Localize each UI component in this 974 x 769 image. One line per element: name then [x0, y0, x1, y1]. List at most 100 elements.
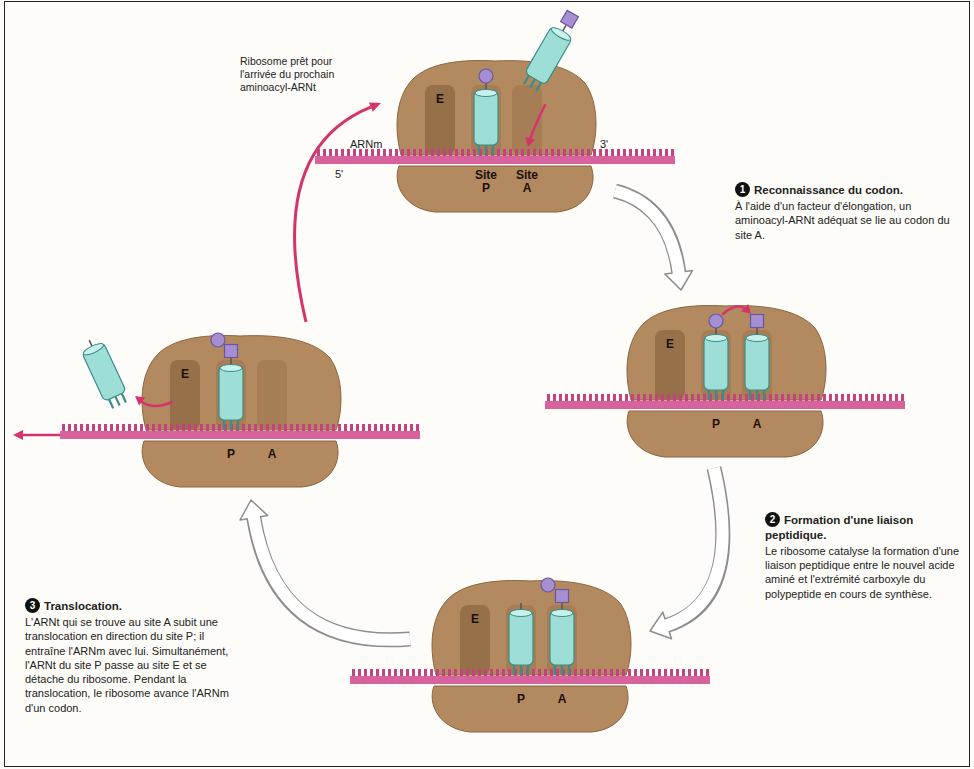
- cycle-arrow-fill: [253, 515, 410, 640]
- ribosome-site: [701, 330, 731, 400]
- return-arrow: [295, 103, 381, 323]
- small-subunit: [142, 441, 338, 487]
- codon-tick: [671, 149, 674, 156]
- codon-tick: [532, 669, 535, 676]
- site-label: A: [257, 448, 287, 461]
- codon-tick: [622, 669, 625, 676]
- cycle-arrow-fill: [615, 191, 679, 275]
- strand-label: ARNm: [350, 138, 382, 152]
- trna: [520, 8, 584, 94]
- trna: [78, 335, 130, 410]
- anticodon: [223, 420, 225, 430]
- codon-tick: [587, 149, 590, 156]
- codon-tick: [688, 669, 691, 676]
- codon-tick: [449, 149, 452, 156]
- codon-tick: [308, 424, 311, 431]
- trna-body: [550, 611, 574, 665]
- ribosome-site: [216, 360, 246, 430]
- anticodon: [478, 145, 480, 155]
- codon-tick: [694, 669, 697, 676]
- codon-tick: [697, 394, 700, 401]
- codon-tick: [344, 424, 347, 431]
- codon-tick: [508, 669, 511, 676]
- codon-tick: [424, 669, 427, 676]
- codon-tick: [341, 149, 344, 156]
- codon-tick: [664, 669, 667, 676]
- trna-body: [82, 342, 127, 401]
- codon-tick: [290, 424, 293, 431]
- small-subunit: [627, 411, 823, 457]
- codon-tick: [847, 394, 850, 401]
- codon-tick: [605, 149, 608, 156]
- codon-tick: [377, 149, 380, 156]
- amino-acid-circle: [541, 578, 555, 592]
- codon-tick: [134, 424, 137, 431]
- anticodon: [237, 420, 239, 430]
- site-label: Site P: [473, 169, 499, 195]
- ribosome-node: E Site P Site A: [385, 55, 605, 215]
- codon-tick: [62, 424, 65, 431]
- codon-tick: [371, 149, 374, 156]
- codon-tick: [350, 424, 353, 431]
- codon-tick: [545, 149, 548, 156]
- codon-tick: [811, 394, 814, 401]
- codon-tick: [347, 149, 350, 156]
- codon-tick: [637, 394, 640, 401]
- ribosome-site: [170, 360, 200, 430]
- codon-tick: [430, 669, 433, 676]
- trna: [704, 328, 728, 400]
- codon-tick: [92, 424, 95, 431]
- codon-tick: [739, 394, 742, 401]
- codon-tick: [68, 424, 71, 431]
- ribosome-site: [655, 330, 685, 400]
- codon-tick: [569, 149, 572, 156]
- codon-tick: [152, 424, 155, 431]
- codon-tick: [769, 394, 772, 401]
- site-letter: E: [425, 93, 455, 106]
- codon-tick: [539, 149, 542, 156]
- amino-acid-square: [561, 10, 579, 28]
- ribosome-illustration: [385, 55, 605, 215]
- step-description: À l'aide d'un facteur d'élongation, un a…: [735, 199, 963, 242]
- anticodon: [230, 420, 232, 430]
- codon-tick: [376, 669, 379, 676]
- codon-tick: [607, 394, 610, 401]
- large-subunit: [142, 336, 341, 430]
- codon-tick: [895, 394, 898, 401]
- codon-tick: [338, 424, 341, 431]
- codon-tick: [473, 149, 476, 156]
- codon-tick: [400, 669, 403, 676]
- site-label: Site A: [514, 169, 540, 195]
- step-description: Le ribosome catalyse la formation d'une …: [765, 544, 965, 601]
- trna-top: [510, 610, 532, 617]
- codon-tick: [407, 149, 410, 156]
- codon-tick: [623, 149, 626, 156]
- codon-tick: [604, 669, 607, 676]
- step-heading-line: 1Reconnaissance du codon.: [735, 182, 963, 198]
- codon-tick: [436, 669, 439, 676]
- anticodon: [109, 399, 113, 408]
- trna: [474, 83, 498, 155]
- codon-tick: [640, 669, 643, 676]
- codon-tick: [556, 669, 559, 676]
- codon-tick: [386, 424, 389, 431]
- codon-tick: [218, 424, 221, 431]
- cycle-arrow-fill: [664, 468, 722, 626]
- anticodon: [722, 390, 724, 400]
- amino-acid-circle: [211, 333, 225, 347]
- codon-tick: [598, 669, 601, 676]
- codon-tick: [628, 669, 631, 676]
- step-title: Reconnaissance du codon.: [754, 184, 903, 196]
- anticodon: [763, 390, 765, 400]
- codon-tick: [551, 149, 554, 156]
- codon-tick: [685, 394, 688, 401]
- codon-tick: [419, 149, 422, 156]
- codon-tick: [679, 394, 682, 401]
- codon-tick: [401, 149, 404, 156]
- codon-tick: [176, 424, 179, 431]
- ribosome-site: [257, 360, 287, 430]
- strand-end-label: 3': [600, 138, 608, 152]
- codon-tick: [374, 424, 377, 431]
- codon-tick: [158, 424, 161, 431]
- trna-body: [704, 336, 728, 390]
